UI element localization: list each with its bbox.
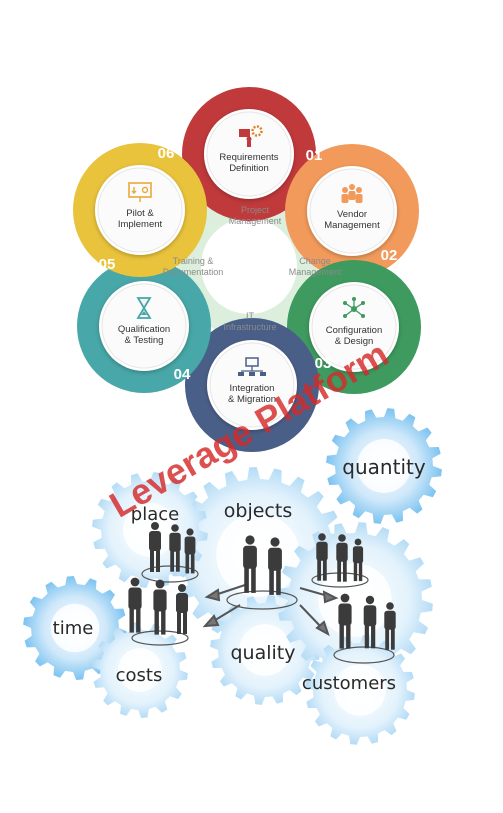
ground-ellipse <box>333 646 395 664</box>
inner-label: Change <box>299 256 331 266</box>
person-silhouette <box>243 535 257 593</box>
hourglass-icon <box>136 297 152 319</box>
segment-label-04: Integration <box>230 383 275 394</box>
segment-number-05: 05 <box>99 256 116 273</box>
segment-label-03: Configuration <box>326 325 383 336</box>
segment-number-06: 06 <box>158 145 175 162</box>
inner-label: Management <box>289 267 342 277</box>
segment-label-02: Vendor <box>337 209 367 220</box>
word-objects: objects <box>224 500 292 522</box>
word-place: place <box>131 504 179 525</box>
person-silhouette <box>128 577 142 633</box>
person-silhouette <box>149 522 161 572</box>
inner-label: Documentation <box>163 267 224 277</box>
segment-node-06: Pilot &Implement 06 <box>95 145 185 255</box>
inner-label: Infrastructure <box>223 322 276 332</box>
inner-label: Training & <box>173 256 214 266</box>
person-silhouette <box>384 602 396 650</box>
segment-label-05: & Testing <box>125 335 164 346</box>
inner-label: Project <box>241 205 270 215</box>
segment-number-02: 02 <box>381 247 398 264</box>
network-icon <box>343 297 365 318</box>
inner-label: Management <box>229 216 282 226</box>
word-quality: quality <box>231 642 296 664</box>
segment-label-05: Qualification <box>118 324 170 335</box>
word-time: time <box>53 618 94 639</box>
segment-node-05: Qualification& Testing 05 <box>99 256 189 371</box>
segment-label-06: Implement <box>118 219 163 230</box>
person-silhouette <box>352 538 364 582</box>
person-silhouette <box>176 584 188 634</box>
segment-label-01: Requirements <box>219 152 278 163</box>
segment-label-04: & Migration <box>228 394 276 405</box>
word-customers: customers <box>302 673 396 694</box>
segment-node-04: Integration& Migration 04 <box>174 340 297 430</box>
person-silhouette <box>153 579 167 635</box>
segment-label-03: & Design <box>335 336 374 347</box>
person-silhouette <box>169 524 181 572</box>
segment-label-06: Pilot & <box>126 208 154 219</box>
person-silhouette <box>316 533 328 581</box>
word-quantity: quantity <box>342 455 426 479</box>
connector-arrows <box>202 584 339 637</box>
segment-label-01: Definition <box>229 163 269 174</box>
cycle-diagram: ProjectManagementChangeManagementITInfra… <box>73 87 421 452</box>
inner-label: IT <box>246 311 255 321</box>
presenter-gear-icon <box>239 125 263 147</box>
person-silhouette <box>184 528 196 574</box>
ground-ellipse <box>226 590 298 610</box>
ground-ellipse <box>131 630 189 646</box>
word-costs: costs <box>116 665 163 686</box>
segment-label-02: Management <box>324 220 380 231</box>
board-icon <box>128 182 152 202</box>
person-silhouette <box>336 534 348 582</box>
person-silhouette <box>338 593 352 649</box>
team-icon <box>341 184 363 203</box>
person-silhouette <box>363 595 377 649</box>
computer-network-icon <box>238 357 266 376</box>
person-silhouette <box>268 537 282 595</box>
segment-number-03: 03 <box>315 355 332 372</box>
segment-number-01: 01 <box>306 147 323 164</box>
ground-ellipse <box>141 565 199 583</box>
gears-illustration: quantity objects place time costs qualit… <box>23 408 442 745</box>
segment-number-04: 04 <box>174 366 191 383</box>
